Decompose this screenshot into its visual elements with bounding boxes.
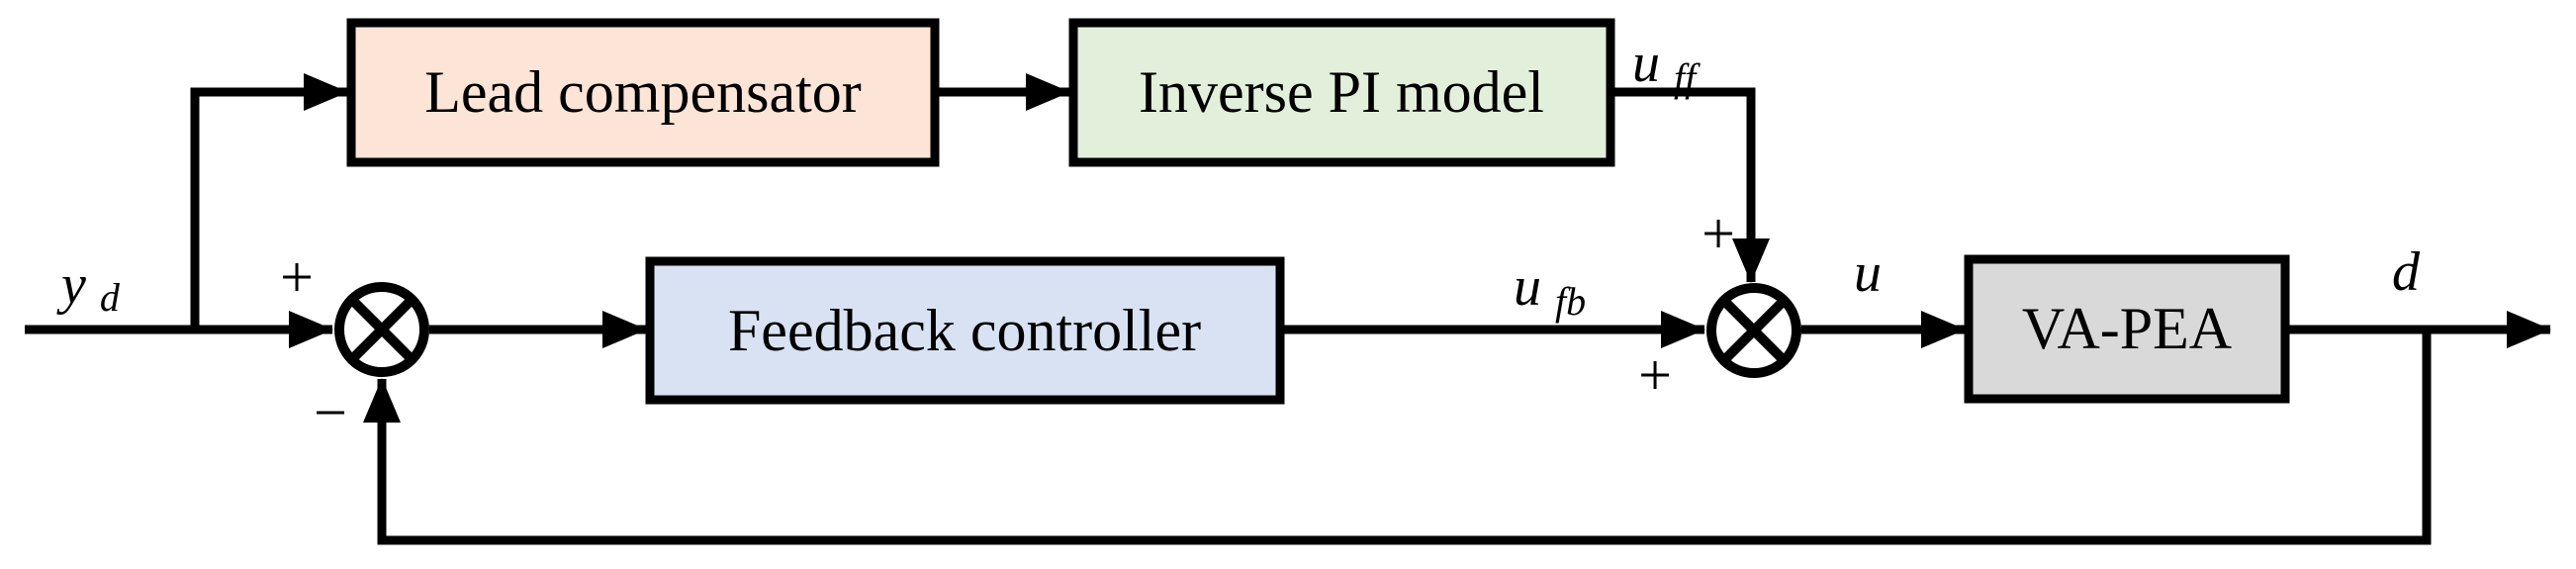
yd-base: y	[56, 254, 86, 316]
wire-feedforward	[1610, 87, 1770, 283]
wire-branch-to-lead-compensator	[190, 73, 348, 330]
va-pea-label: VA-PEA	[2022, 296, 2232, 361]
junction2-plus-left-sign: +	[1638, 342, 1672, 408]
signal-label-d: d	[2392, 241, 2421, 303]
wire-feedback-loop	[363, 330, 2432, 545]
junction1-minus-sign: −	[314, 380, 347, 445]
feedback-controller-rect	[645, 256, 1285, 405]
ufb-base: u	[1514, 256, 1541, 318]
junction1-plus-sign: +	[280, 244, 314, 310]
va-pea-rect	[1964, 254, 2290, 404]
junction2-cross	[1718, 295, 1790, 366]
inverse-pi-model-label: Inverse PI model	[1139, 59, 1544, 125]
feedback-controller-label: Feedback controller	[728, 298, 1201, 363]
block-va-pea: VA-PEA	[1964, 254, 2290, 404]
block-inverse-pi-model: Inverse PI model	[1068, 18, 1615, 167]
summing-junction-2	[1706, 283, 1801, 378]
junction1-cross	[346, 294, 417, 365]
junction2-plus-top-sign: +	[1702, 201, 1735, 266]
inverse-pi-model-rect	[1068, 18, 1615, 167]
signal-label-ufb: u fb	[1514, 256, 1586, 324]
lead-compensator-rect	[346, 18, 940, 167]
signal-label-uff: u ff	[1632, 33, 1701, 100]
signal-label-yd: y d	[56, 254, 121, 320]
ufb-sub: fb	[1555, 279, 1586, 324]
yd-sub: d	[100, 275, 121, 320]
uff-base: u	[1632, 33, 1660, 94]
block-lead-compensator: Lead compensator	[346, 18, 940, 167]
block-feedback-controller: Feedback controller	[645, 256, 1285, 405]
summing-junction-1	[334, 282, 429, 377]
lead-compensator-label: Lead compensator	[424, 59, 861, 125]
signal-label-u: u	[1854, 242, 1882, 304]
